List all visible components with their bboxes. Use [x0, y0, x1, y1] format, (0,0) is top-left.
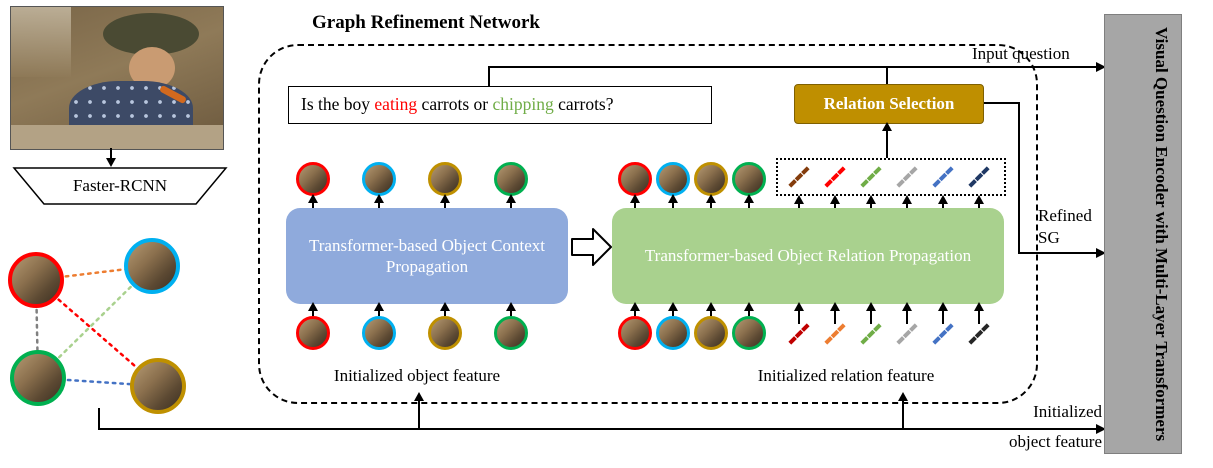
object-node	[656, 162, 690, 196]
question-part3: carrots?	[553, 94, 614, 114]
arrow-up	[744, 302, 754, 316]
arrow-up	[974, 195, 984, 208]
line-question-to-relation-selection	[886, 66, 888, 84]
graph-node-green	[10, 350, 66, 406]
question-part2: carrots or	[417, 94, 493, 114]
line-question-up	[488, 66, 490, 86]
photo-table	[11, 125, 223, 149]
arrow-up-into-grn-left	[414, 392, 424, 430]
object-node	[494, 316, 528, 350]
arrow-up	[902, 195, 912, 208]
arrow-up	[744, 194, 754, 208]
arrow-up	[668, 302, 678, 316]
arrow-relations-to-selection	[882, 122, 892, 158]
object-context-propagation-box: Transformer-based Object Context Propaga…	[286, 208, 568, 304]
object-node	[362, 316, 396, 350]
arrow-up	[630, 302, 640, 316]
relation-selection-box: Relation Selection	[794, 84, 984, 124]
vq-encoder-bar: Visual Question Encoder with Multi-Layer…	[1104, 14, 1182, 454]
arrow-question-to-encoder	[488, 61, 1106, 72]
question-word-eating: eating	[374, 94, 418, 114]
question-box: Is the boy eating carrots or chipping ca…	[288, 86, 712, 124]
initialized-object-feature-label: Initialized object feature	[333, 366, 501, 385]
arrow-up	[440, 194, 450, 208]
object-node	[618, 162, 652, 196]
question-part1: Is the boy	[301, 94, 375, 114]
arrow-up	[308, 302, 318, 316]
line-relsel-right	[984, 102, 1020, 104]
arrow-up	[794, 195, 804, 208]
arrow-photo-to-rcnn	[106, 148, 116, 167]
faster-rcnn-trapezoid	[12, 167, 228, 205]
arrow-up	[506, 302, 516, 316]
object-node	[296, 162, 330, 196]
refined-sg-label-line2: SG	[1038, 228, 1060, 247]
input-question-label: Input question	[972, 44, 1070, 63]
arrow-up	[974, 302, 984, 324]
object-node	[732, 162, 766, 196]
object-node	[428, 316, 462, 350]
line-relsel-down	[1018, 102, 1020, 254]
arrow-refined-sg-to-encoder	[1018, 247, 1106, 258]
object-node	[694, 162, 728, 196]
graph-refinement-network-box	[258, 44, 1038, 404]
arrow-up	[308, 194, 318, 208]
object-node	[362, 162, 396, 196]
arrow-up	[938, 302, 948, 324]
graph-node-gold	[130, 358, 186, 414]
graph-node-red	[8, 252, 64, 308]
arrow-up-into-grn-right	[898, 392, 908, 430]
bottom-right-label-line1: Initialized	[1033, 402, 1102, 421]
object-node	[732, 316, 766, 350]
arrow-up	[506, 194, 516, 208]
refined-relation-features-box	[776, 158, 1006, 196]
object-relation-propagation-box: Transformer-based Object Relation Propag…	[612, 208, 1004, 304]
graph-refinement-network-title: Graph Refinement Network	[312, 12, 540, 33]
object-node	[494, 162, 528, 196]
arrow-up	[866, 302, 876, 324]
faster-rcnn-label: Faster-RCNN	[72, 176, 168, 195]
arrow-up	[902, 302, 912, 324]
arrow-up	[440, 302, 450, 316]
arrow-up	[668, 194, 678, 208]
object-node	[656, 316, 690, 350]
arrow-up	[706, 194, 716, 208]
line-graph-down	[98, 408, 100, 430]
arrow-up	[374, 302, 384, 316]
arrow-up	[794, 302, 804, 324]
arrow-object-features-to-encoder	[98, 423, 1106, 434]
arrow-up	[866, 195, 876, 208]
arrow-up	[830, 302, 840, 324]
arrow-up	[706, 302, 716, 316]
input-image	[10, 6, 224, 150]
arrow-up	[374, 194, 384, 208]
initialized-relation-feature-label: Initialized relation feature	[757, 366, 935, 385]
arrow-up	[630, 194, 640, 208]
graph-node-cyan	[124, 238, 180, 294]
arrow-up	[938, 195, 948, 208]
refined-sg-label-line1: Refined	[1038, 206, 1092, 225]
object-node	[428, 162, 462, 196]
object-node	[618, 316, 652, 350]
arrow-up	[830, 195, 840, 208]
question-word-chipping: chipping	[492, 94, 554, 114]
object-node	[296, 316, 330, 350]
photo-shelf	[11, 7, 71, 77]
block-arrow-icon	[571, 228, 612, 266]
bottom-right-label-line2: object feature	[1009, 432, 1102, 451]
object-node	[694, 316, 728, 350]
